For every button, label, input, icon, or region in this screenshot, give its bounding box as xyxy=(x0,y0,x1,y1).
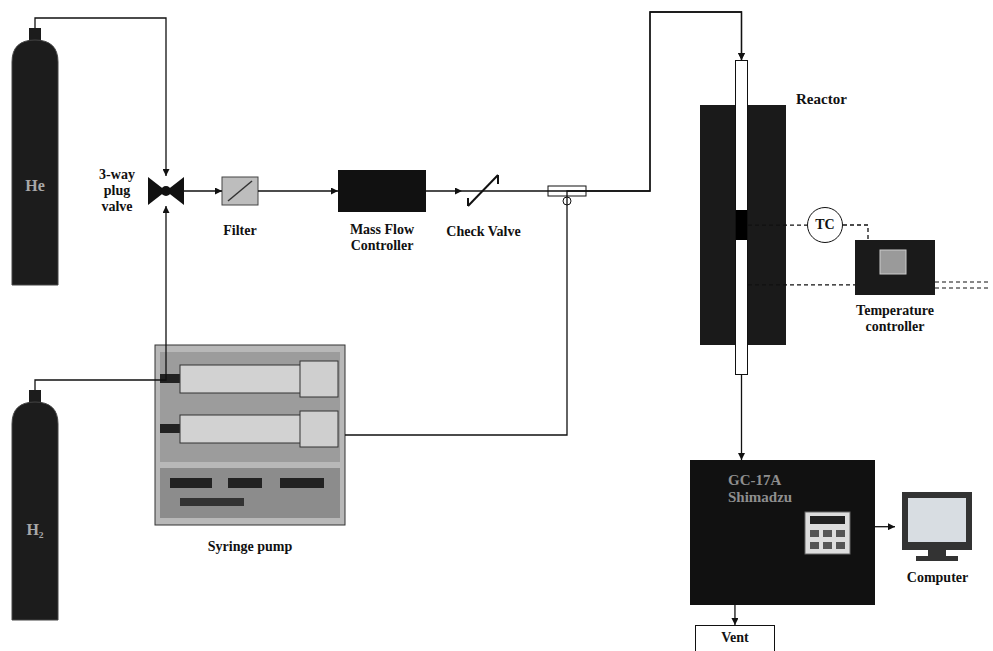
gas-cylinder xyxy=(12,402,58,620)
key xyxy=(836,530,845,537)
vent-box: Vent xyxy=(695,625,775,651)
computer: Computer xyxy=(895,490,980,562)
node-label: Computer xyxy=(893,570,983,586)
controller-display xyxy=(880,250,906,274)
pump-control xyxy=(280,478,324,488)
node-label: GC-17A Shimadzu xyxy=(728,472,818,507)
key xyxy=(836,542,845,549)
monitor-frame xyxy=(902,492,972,550)
check-valve-flap xyxy=(468,175,498,206)
key xyxy=(823,530,832,537)
pump-control xyxy=(170,478,212,488)
gas-cylinder: He xyxy=(12,28,58,285)
key xyxy=(823,542,832,549)
gas-cylinder: H₂ xyxy=(12,390,58,620)
node-label: Reactor xyxy=(796,91,847,108)
pump-control xyxy=(228,478,262,488)
gas-cylinder xyxy=(12,40,58,285)
syringe-pump: Syringe pump xyxy=(155,345,345,525)
pump-control xyxy=(180,498,244,506)
check-valve-seat xyxy=(467,198,469,206)
gc-display xyxy=(810,516,845,524)
syringe-barrel xyxy=(180,415,302,443)
power-line xyxy=(935,288,990,289)
plug-valve: 3-way plug valve xyxy=(148,176,184,206)
check-valve-seat xyxy=(497,175,499,184)
monitor-screen xyxy=(908,498,966,542)
signal-line xyxy=(843,225,868,240)
node-label: 3-way plug valve xyxy=(92,167,142,215)
node-text: Vent xyxy=(721,630,749,646)
gas-line xyxy=(426,190,462,191)
pump-base xyxy=(160,468,340,518)
thermocouple: TC xyxy=(807,207,843,243)
controller-body xyxy=(855,240,935,295)
plunger-rod xyxy=(160,424,182,433)
filter-symbol xyxy=(222,177,258,205)
gc-keypad xyxy=(805,512,850,554)
gas-line xyxy=(184,190,222,191)
gas-line xyxy=(505,12,742,191)
node-text: H₂ xyxy=(26,521,43,539)
power-line xyxy=(935,282,990,283)
filter: Filter xyxy=(222,177,258,205)
pump-panel xyxy=(160,352,340,462)
syringe-holder xyxy=(300,361,338,397)
node-label: Check Valve xyxy=(429,224,539,240)
gas-line xyxy=(35,18,166,176)
key xyxy=(810,530,819,537)
gas-line xyxy=(741,375,742,460)
reactor-tube: Reactor xyxy=(735,60,748,375)
node-label: Mass Flow Controller xyxy=(337,222,427,254)
gas-line xyxy=(35,206,166,390)
key xyxy=(810,542,819,549)
gas-line xyxy=(258,190,338,191)
mfc-body xyxy=(338,170,426,212)
plunger-rod xyxy=(160,374,182,383)
node-text: TC xyxy=(815,217,834,233)
gc-body xyxy=(690,460,875,605)
monitor-stand xyxy=(928,550,946,556)
monitor-base xyxy=(916,556,958,561)
mass-flow-controller: Mass Flow Controller xyxy=(338,170,426,212)
node-label: Filter xyxy=(200,223,280,239)
pump-housing xyxy=(155,345,345,525)
signal-line xyxy=(748,224,807,225)
gas-line xyxy=(734,605,735,625)
gas-line xyxy=(875,526,895,527)
gas-chromatograph: GC-17A Shimadzu xyxy=(690,460,875,605)
filter-element xyxy=(228,181,252,201)
temperature-controller: Temperature controller xyxy=(855,240,935,295)
check-valve: Check Valve xyxy=(462,174,505,208)
syringe-barrel xyxy=(180,365,302,393)
valve-plug xyxy=(161,186,171,196)
node-text: He xyxy=(25,177,45,195)
syringe-holder xyxy=(300,411,338,447)
node-label: Temperature controller xyxy=(840,303,950,335)
signal-line xyxy=(748,284,855,285)
node-label: Syringe pump xyxy=(180,539,320,555)
